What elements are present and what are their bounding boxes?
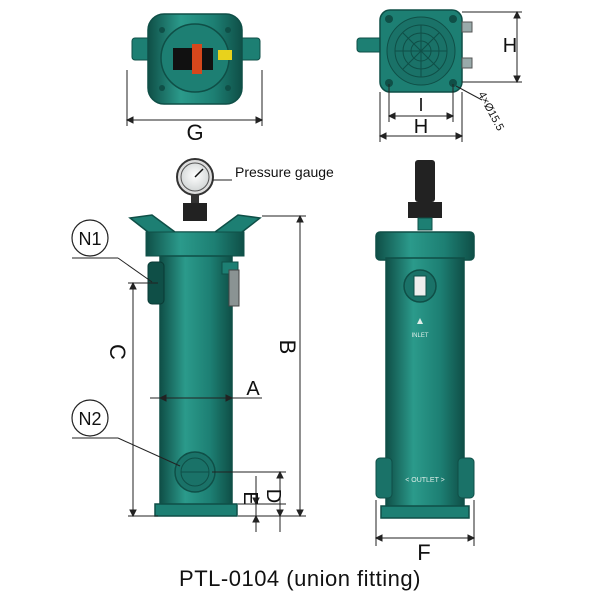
- dimension-c: [128, 281, 158, 518]
- n2-callout-circle: [71, 399, 109, 437]
- dim-label-i: I: [418, 95, 423, 115]
- n1-leader: [117, 257, 153, 283]
- mounting-hole: [449, 15, 457, 23]
- dimension-b: [238, 214, 306, 518]
- dim-label-f: F: [417, 540, 430, 565]
- dimension-d-e: [212, 470, 286, 532]
- dim-label-h-right: H: [503, 35, 517, 57]
- side-outlet-left: [375, 457, 393, 499]
- warning-label-icon: [218, 50, 232, 60]
- mounting-hole: [449, 79, 457, 87]
- side-gauge-icon: [415, 160, 435, 202]
- figure-caption: PTL-0104 (union fitting): [179, 566, 421, 591]
- dimension-a: [150, 394, 262, 402]
- outlet-label: < OUTLET >: [405, 477, 445, 484]
- side-view: INLET < OUTLET >: [375, 160, 475, 519]
- base-plate: [154, 503, 238, 517]
- holes-spec: 4×Ø15.5: [475, 90, 506, 133]
- n1-callout-circle: [71, 219, 109, 257]
- dimension-f: [374, 500, 476, 546]
- inlet-label: INLET: [411, 333, 428, 339]
- dim-label-a: A: [246, 378, 260, 400]
- pressure-gauge-label: Pressure gauge: [235, 164, 334, 180]
- front-view: [128, 158, 262, 517]
- dimension-h-bottom: [378, 92, 464, 142]
- n1-callout-label: N1: [78, 229, 101, 249]
- mounting-hole: [385, 15, 393, 23]
- holes-leader: [455, 85, 483, 101]
- mounting-hole: [385, 79, 393, 87]
- side-lid: [375, 231, 475, 261]
- dim-label-h-bottom: H: [414, 116, 428, 138]
- dim-label-b: B: [275, 340, 300, 355]
- latch-handle: [192, 44, 202, 74]
- lid-collar: [145, 231, 245, 257]
- dim-label-d: D: [262, 489, 284, 503]
- side-base: [380, 505, 470, 519]
- dimension-g: [125, 70, 264, 126]
- side-outlet-right: [457, 457, 475, 499]
- dim-label-g: G: [186, 120, 203, 145]
- dimension-i: [387, 84, 455, 122]
- n2-leader: [117, 437, 181, 467]
- gauge-valve: [183, 203, 207, 221]
- top-view-left: [131, 13, 261, 105]
- dimension-h-right: [462, 10, 522, 84]
- dim-label-e: E: [239, 491, 261, 504]
- n2-callout-label: N2: [78, 409, 101, 429]
- bottom-view-right: [356, 9, 473, 93]
- dim-label-c: C: [105, 344, 130, 360]
